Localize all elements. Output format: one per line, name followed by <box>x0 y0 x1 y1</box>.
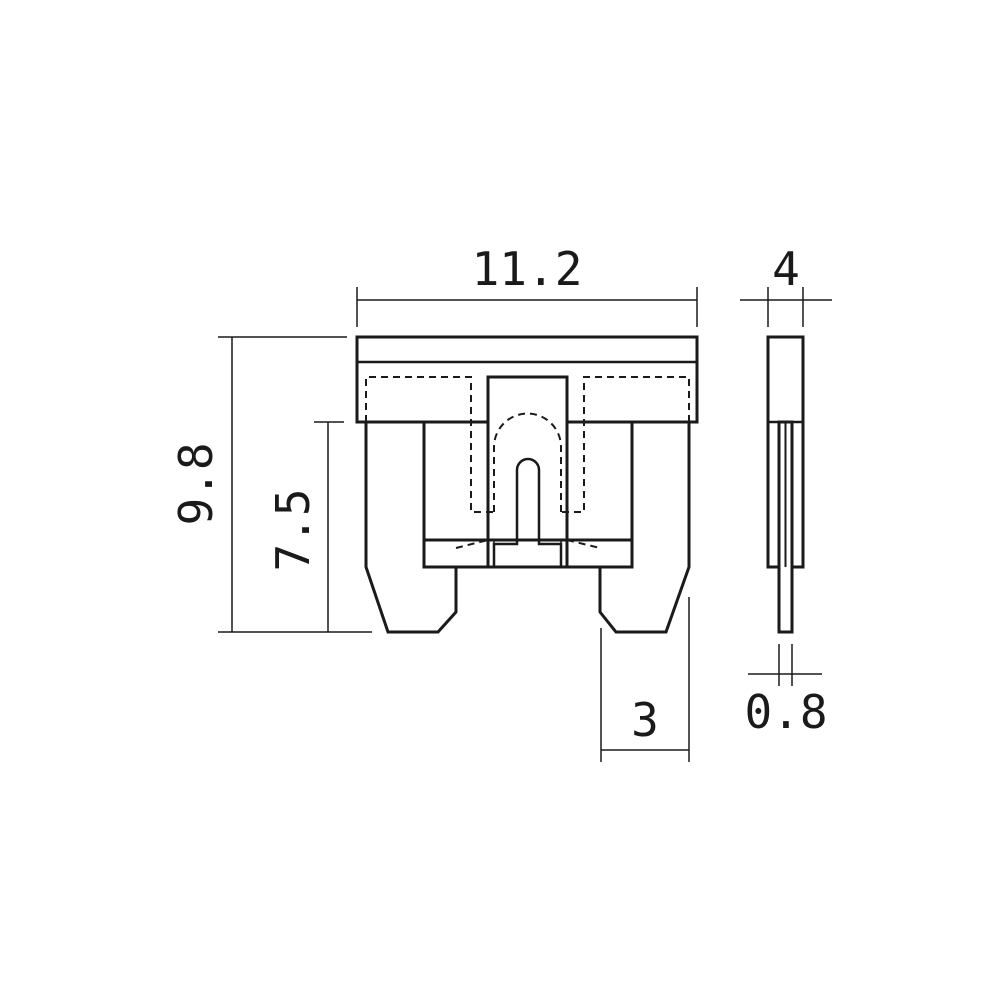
dimension-blade-width: 3 <box>600 597 690 762</box>
blade-thickness-value: 0.8 <box>744 685 827 739</box>
fuse-front-view <box>355 335 699 634</box>
hidden-left-foot <box>455 539 489 549</box>
lower-bridge <box>422 538 634 569</box>
dimension-blade-height: 7.5 <box>266 421 344 632</box>
left-blade <box>364 420 458 634</box>
blade-width-value: 3 <box>631 693 659 747</box>
right-blade <box>598 420 691 634</box>
dimension-thickness: 4 <box>740 242 832 327</box>
dimension-blade-thickness: 0.8 <box>744 644 828 739</box>
fuse-side-view <box>766 335 805 634</box>
dimension-width: 11.2 <box>356 242 698 327</box>
blade-height-value: 7.5 <box>266 488 320 571</box>
hidden-right-foot <box>566 539 601 549</box>
dimension-total-height: 9.8 <box>169 336 372 633</box>
hidden-right-terminal <box>561 376 690 513</box>
width-value: 11.2 <box>472 242 583 296</box>
fuse-element <box>492 457 563 567</box>
thickness-value: 4 <box>772 242 800 296</box>
hidden-fuse-arch <box>493 412 562 512</box>
total-height-value: 9.8 <box>169 442 223 525</box>
hidden-left-terminal <box>365 376 494 513</box>
